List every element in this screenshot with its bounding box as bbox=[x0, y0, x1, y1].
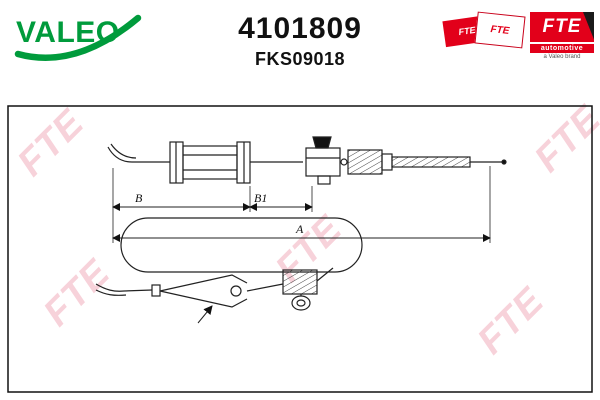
fte-logo-box: FTE bbox=[530, 12, 594, 42]
fte-logo-subtitle: automotive bbox=[530, 44, 594, 53]
packaging-box-label: FTE bbox=[457, 24, 477, 38]
cable-threaded-rod bbox=[391, 156, 507, 168]
cable-adjuster bbox=[305, 136, 348, 185]
header: VALEO 4101809 FKS09018 FTE FTE FTE autom… bbox=[0, 0, 600, 100]
dimension-label-a: A bbox=[295, 222, 304, 236]
fte-packaging-image: FTE FTE bbox=[442, 11, 526, 54]
fte-logo-text: FTE bbox=[542, 16, 582, 37]
cable-upper-left-end bbox=[107, 143, 170, 163]
cable-lower-left-end bbox=[95, 283, 161, 297]
cable-spring-section bbox=[347, 149, 393, 175]
cable-damper-cylinder bbox=[169, 141, 251, 184]
dimension-lines bbox=[112, 202, 491, 243]
clutch-cable-line-drawing: B B1 A bbox=[7, 105, 593, 393]
technical-drawing: FTE FTE FTE FTE FTE bbox=[0, 98, 600, 400]
dimension-label-b1: B1 bbox=[254, 191, 267, 205]
reference-number: FKS09018 bbox=[254, 49, 346, 69]
cable-fork-end bbox=[159, 274, 284, 324]
drawing-border bbox=[7, 105, 593, 393]
part-number: 4101809 bbox=[238, 12, 362, 45]
part-identification: 4101809 FKS09018 bbox=[238, 12, 362, 70]
dimension-label-b: B bbox=[135, 191, 143, 205]
fte-logo-tagline: a Valeo brand bbox=[543, 54, 581, 60]
fte-logo-corner-shape bbox=[583, 12, 594, 42]
cable-loop bbox=[120, 217, 363, 282]
packaging-box-white: FTE bbox=[474, 11, 526, 49]
valeo-logo: VALEO bbox=[12, 8, 150, 70]
valeo-logo-text: VALEO bbox=[16, 16, 120, 49]
valeo-swoosh-icon bbox=[14, 14, 142, 61]
fte-logo: FTE automotive a Valeo brand bbox=[530, 12, 594, 60]
cable-connector-boot bbox=[282, 269, 318, 311]
packaging-box-label: FTE bbox=[490, 23, 510, 37]
